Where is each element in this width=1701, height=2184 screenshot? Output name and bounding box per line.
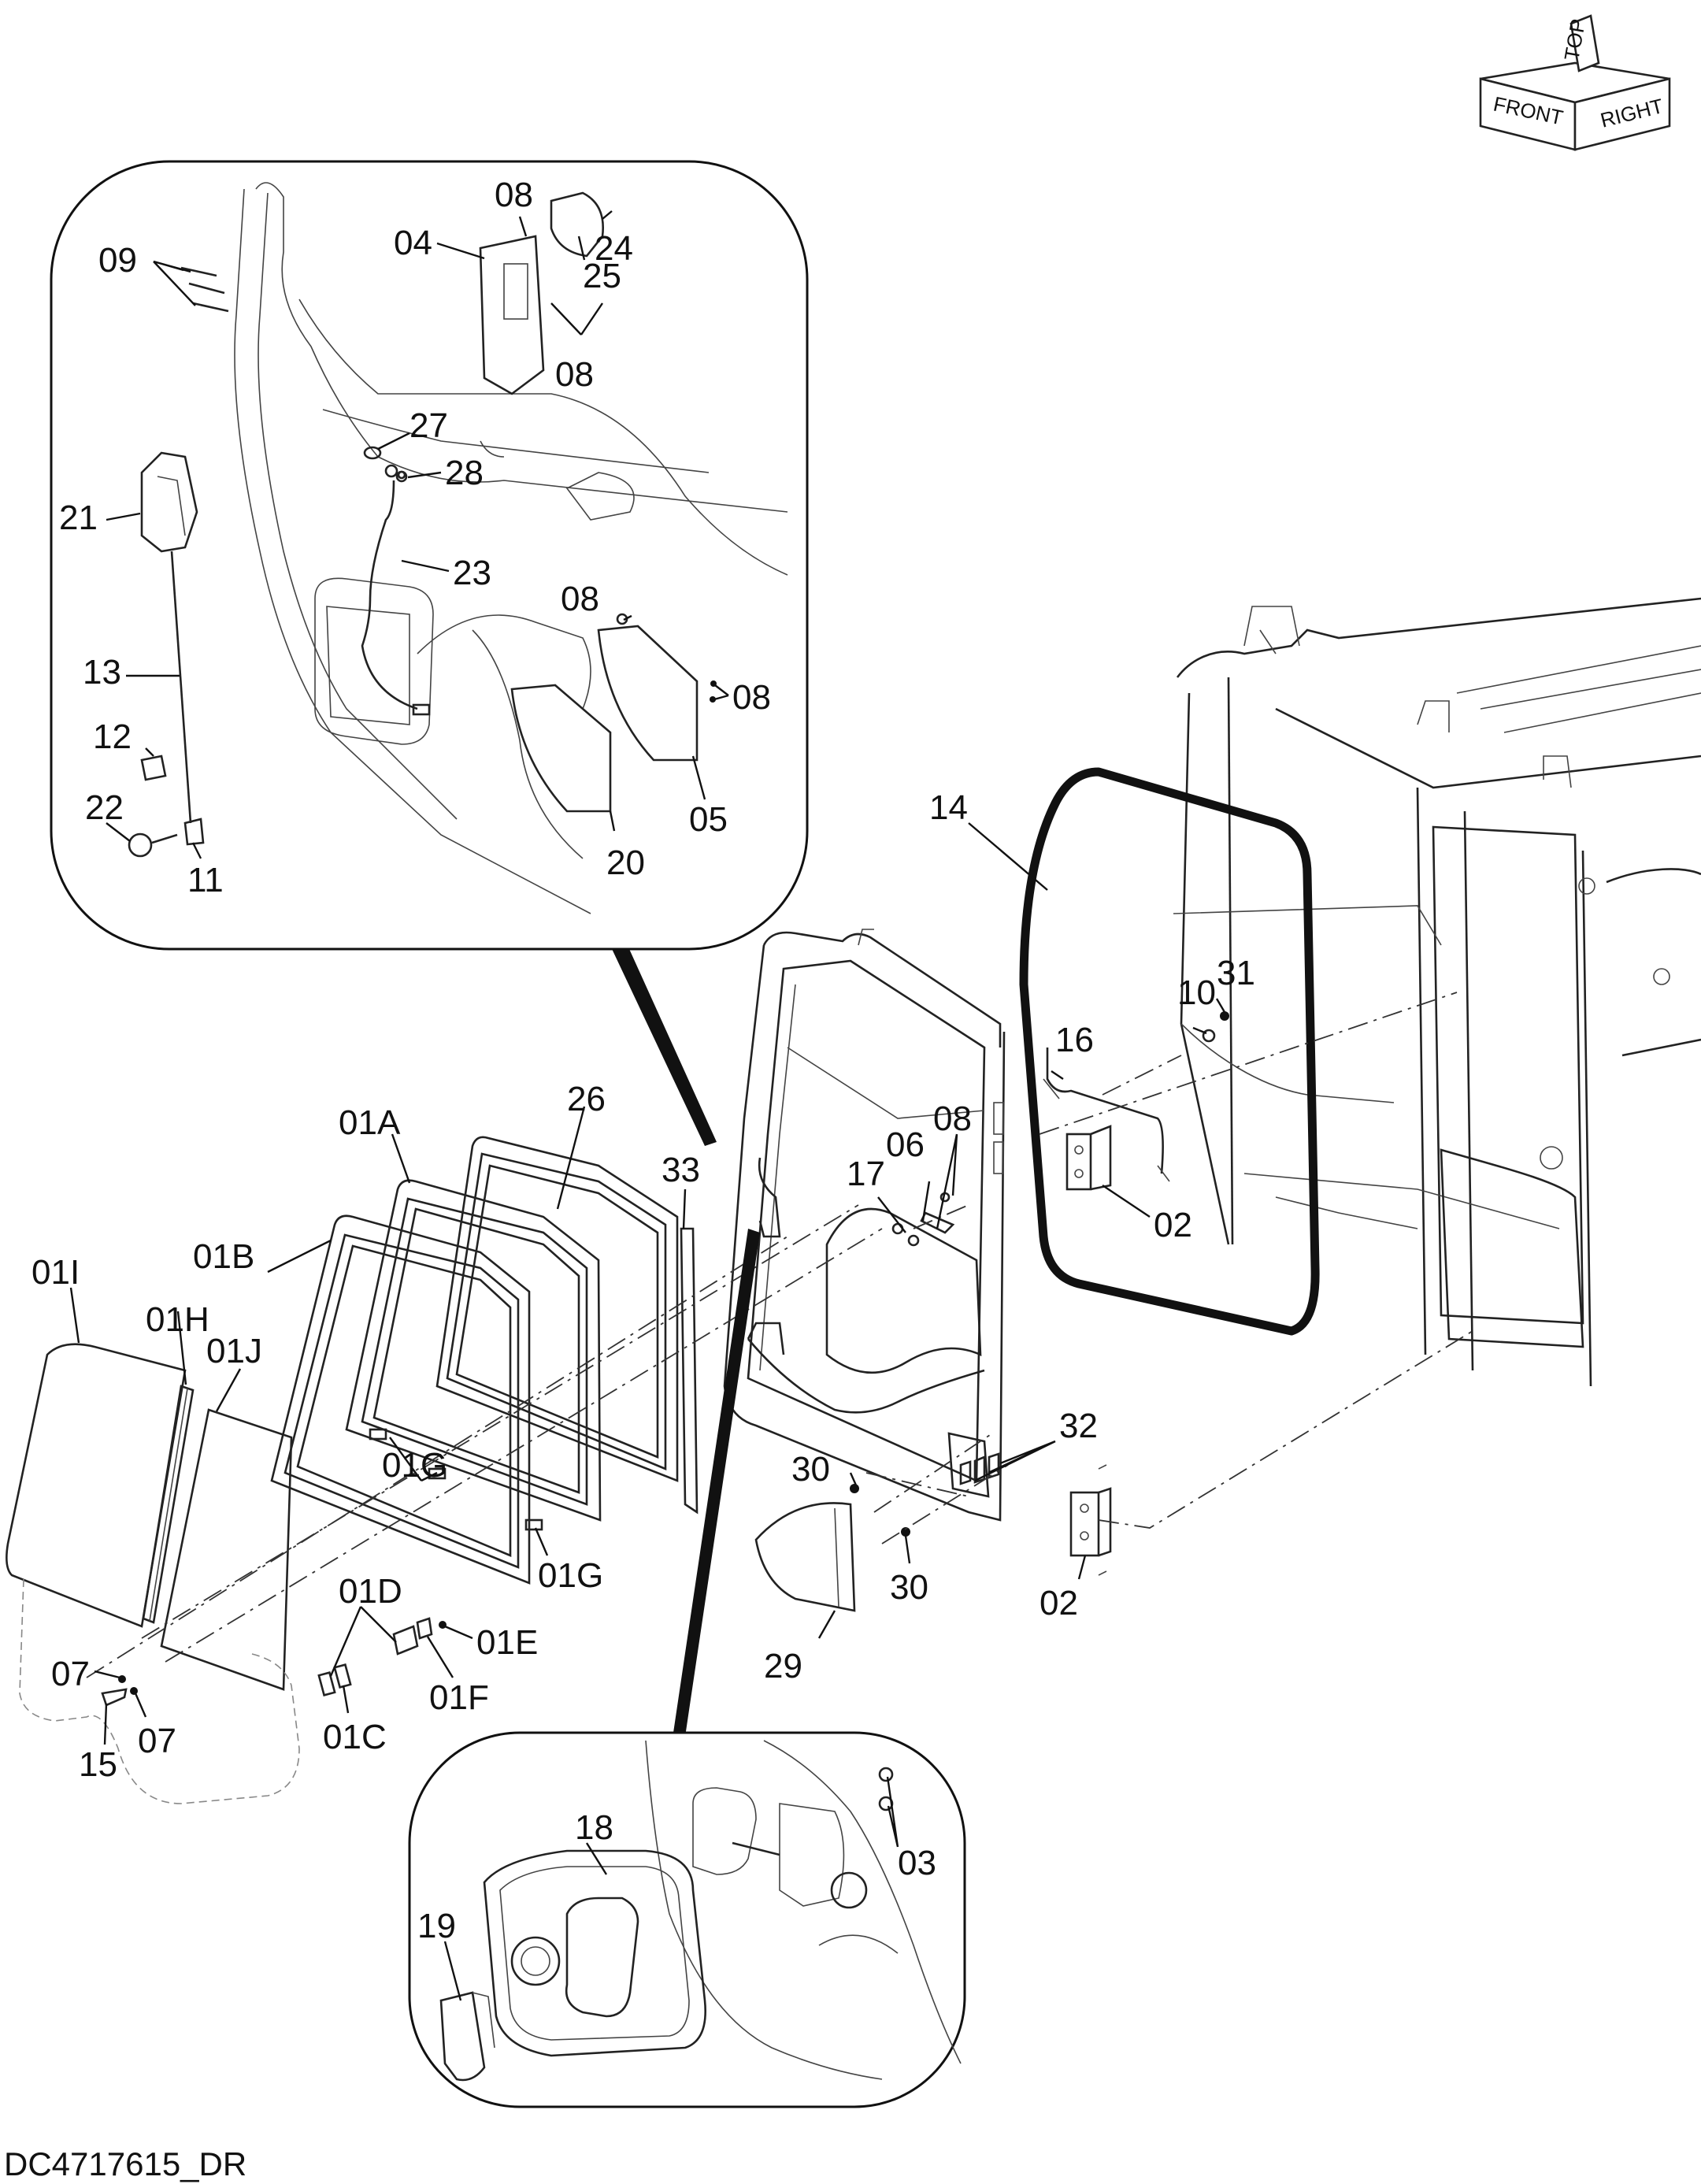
alignment-lines — [86, 992, 1473, 1678]
callout-22: 22 — [85, 788, 124, 827]
callout-02: 02 — [1154, 1206, 1192, 1244]
detail-bubble-latch — [50, 160, 809, 1146]
glass-frame-01A — [345, 1179, 602, 1522]
callout-01F: 01F — [429, 1678, 489, 1717]
glass-fittings — [101, 1617, 447, 1707]
callout-17: 17 — [847, 1155, 885, 1193]
callout-14: 14 — [929, 788, 968, 827]
callout-01G: 01G — [382, 1446, 447, 1485]
callout-31: 31 — [1217, 954, 1255, 992]
detail-bubble-handle — [408, 1229, 966, 2108]
orientation-cube-icon: TOP FRONT RIGHT — [1479, 14, 1671, 151]
pad-01G-a — [369, 1428, 387, 1441]
callout-05: 05 — [689, 800, 728, 839]
cab-frame — [1173, 597, 1701, 1387]
callout-19: 19 — [417, 1907, 456, 1945]
callout-32: 32 — [1059, 1407, 1098, 1445]
callout-01E: 01E — [476, 1623, 538, 1662]
callout-02: 02 — [1040, 1584, 1078, 1622]
callout-07: 07 — [138, 1722, 176, 1760]
callout-01D: 01D — [339, 1572, 402, 1611]
glass-pane-01J — [160, 1408, 293, 1691]
nut-31 — [1220, 1011, 1229, 1021]
callout-25: 25 — [583, 257, 621, 295]
cover-29 — [754, 1502, 856, 1612]
callout-33: 33 — [662, 1151, 700, 1189]
hinge-lower — [1069, 1464, 1112, 1576]
pad-01G-c — [524, 1518, 543, 1531]
callout-18: 18 — [575, 1808, 613, 1847]
door-frame — [723, 929, 1006, 1522]
glass-strip-01H — [142, 1385, 195, 1624]
callout-20: 20 — [606, 844, 645, 882]
callout-21: 21 — [59, 499, 98, 537]
callout-27: 27 — [410, 406, 448, 445]
pad-01G-b — [428, 1467, 447, 1480]
callout-08: 08 — [732, 678, 771, 717]
callout-26: 26 — [567, 1080, 606, 1118]
callout-08: 08 — [555, 355, 594, 394]
door-ghost-outline — [19, 1578, 300, 1804]
grab-handle — [1046, 1048, 1164, 1174]
callout-01C: 01C — [323, 1718, 387, 1756]
callout-11: 11 — [187, 861, 224, 899]
glass-pane-01I — [6, 1343, 187, 1628]
callout-15: 15 — [79, 1745, 117, 1784]
callout-03: 03 — [898, 1844, 936, 1882]
callout-01G: 01G — [538, 1556, 603, 1595]
callout-01H: 01H — [146, 1300, 209, 1339]
callout-06: 06 — [886, 1125, 925, 1164]
callout-16: 16 — [1055, 1021, 1094, 1059]
callout-01A: 01A — [339, 1103, 401, 1142]
callout-01I: 01I — [32, 1253, 80, 1292]
drawing-id: DC4717615_DR — [4, 2145, 246, 2182]
callout-30: 30 — [791, 1450, 830, 1489]
hinge-upper — [1065, 1125, 1112, 1191]
callout-24: 24 — [595, 229, 633, 268]
callout-28: 28 — [445, 454, 484, 492]
callout-30: 30 — [890, 1568, 928, 1607]
callout-01J: 01J — [206, 1332, 262, 1370]
leader-lines — [69, 210, 1226, 2001]
callout-23: 23 — [453, 554, 491, 592]
bolt-10 — [1202, 1029, 1216, 1043]
callout-08: 08 — [933, 1099, 972, 1138]
callout-09: 09 — [98, 241, 137, 280]
window-seal-26 — [435, 1136, 679, 1482]
trim-strip-33 — [680, 1227, 699, 1515]
callout-10: 10 — [1177, 973, 1216, 1012]
callout-08: 08 — [561, 580, 599, 618]
callout-labels: 09 04 08 24 25 08 27 28 21 23 08 13 08 1… — [32, 176, 1255, 1945]
callout-07: 07 — [51, 1655, 90, 1693]
glass-frame-01B — [270, 1214, 531, 1585]
door-seal-gasket — [1019, 767, 1320, 1336]
callout-08: 08 — [495, 176, 533, 214]
callout-01B: 01B — [193, 1237, 254, 1276]
callout-12: 12 — [93, 717, 132, 756]
callout-13: 13 — [83, 653, 121, 692]
callout-29: 29 — [764, 1647, 802, 1685]
callout-04: 04 — [394, 224, 432, 262]
